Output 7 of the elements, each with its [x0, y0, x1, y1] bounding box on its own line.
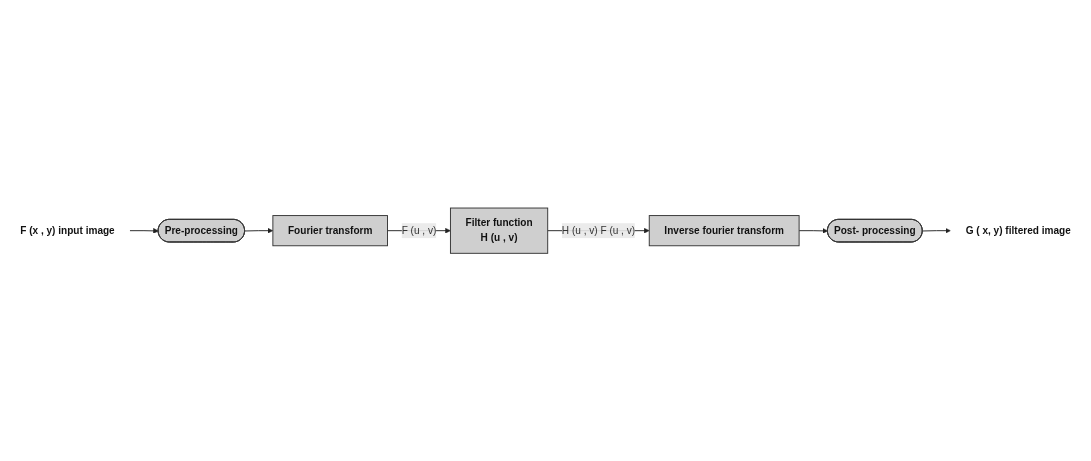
node-text: F (x , y) input image [20, 224, 115, 236]
node-box: Inverse fourier transform [648, 214, 800, 247]
edge-label: F (u , v) [401, 224, 437, 236]
node-text: G ( x, y) filtered image [965, 224, 1071, 236]
node-box: Fourier transform [272, 214, 388, 247]
node-box: Filter function H (u , v) [449, 207, 549, 254]
edge-label: H (u , v) F (u , v) [561, 224, 636, 236]
